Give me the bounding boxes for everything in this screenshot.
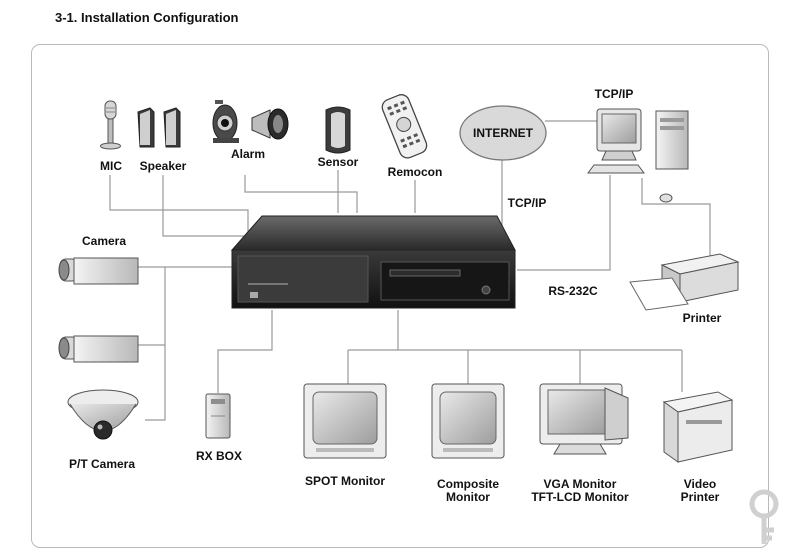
alarm-icon <box>212 100 289 143</box>
composite-monitor-label-line1: Composite <box>436 477 500 491</box>
pt-camera-icon <box>67 389 139 440</box>
internet-cloud <box>459 105 547 161</box>
tcpip-mid-label: TCP/IP <box>507 196 547 210</box>
camera-label: Camera <box>81 234 127 248</box>
tcpip-top-label: TCP/IP <box>594 87 634 101</box>
rx-box-label: RX BOX <box>195 449 243 463</box>
internet-label: INTERNET <box>473 126 533 140</box>
composite-monitor-icon <box>431 383 505 459</box>
remocon-icon <box>381 94 428 159</box>
key-icon <box>749 489 779 544</box>
page-title: 3-1. Installation Configuration <box>55 10 239 25</box>
video-printer-label: Video Printer <box>681 478 720 504</box>
spot-monitor-icon <box>303 383 387 459</box>
rx-box-icon <box>205 393 231 439</box>
video-printer-label-line2: Printer <box>680 490 720 504</box>
vga-monitor-icon <box>539 383 629 455</box>
camera-icon-2 <box>58 335 139 363</box>
dvr-icon <box>230 215 516 309</box>
diagram-frame <box>31 44 769 548</box>
spot-monitor-label: SPOT Monitor <box>305 474 385 488</box>
vga-monitor-label-line2: TFT-LCD Monitor <box>531 490 629 504</box>
printer-label: Printer <box>682 311 722 325</box>
remocon-label: Remocon <box>387 165 443 179</box>
composite-monitor-label: Composite Monitor <box>437 478 499 504</box>
camera-icon-1 <box>58 257 139 285</box>
rs232c-label: RS-232C <box>548 284 598 298</box>
vga-monitor-label-line1: VGA Monitor <box>543 477 617 491</box>
sensor-icon <box>325 106 351 154</box>
sensor-label: Sensor <box>317 155 359 169</box>
alarm-label: Alarm <box>230 147 266 161</box>
vga-monitor-label: VGA Monitor TFT-LCD Monitor <box>531 478 628 504</box>
composite-monitor-label-line2: Monitor <box>445 490 490 504</box>
video-printer-label-line1: Video <box>683 477 717 491</box>
speaker-label: Speaker <box>139 159 187 173</box>
pt-camera-label: P/T Camera <box>68 457 136 471</box>
video-printer-icon <box>662 391 734 463</box>
mic-label: MIC <box>100 159 122 173</box>
speaker-icon <box>137 107 181 148</box>
mic-icon <box>100 100 121 150</box>
pc-icon <box>587 108 689 203</box>
connection-lines <box>109 120 711 421</box>
printer-icon <box>629 253 740 311</box>
